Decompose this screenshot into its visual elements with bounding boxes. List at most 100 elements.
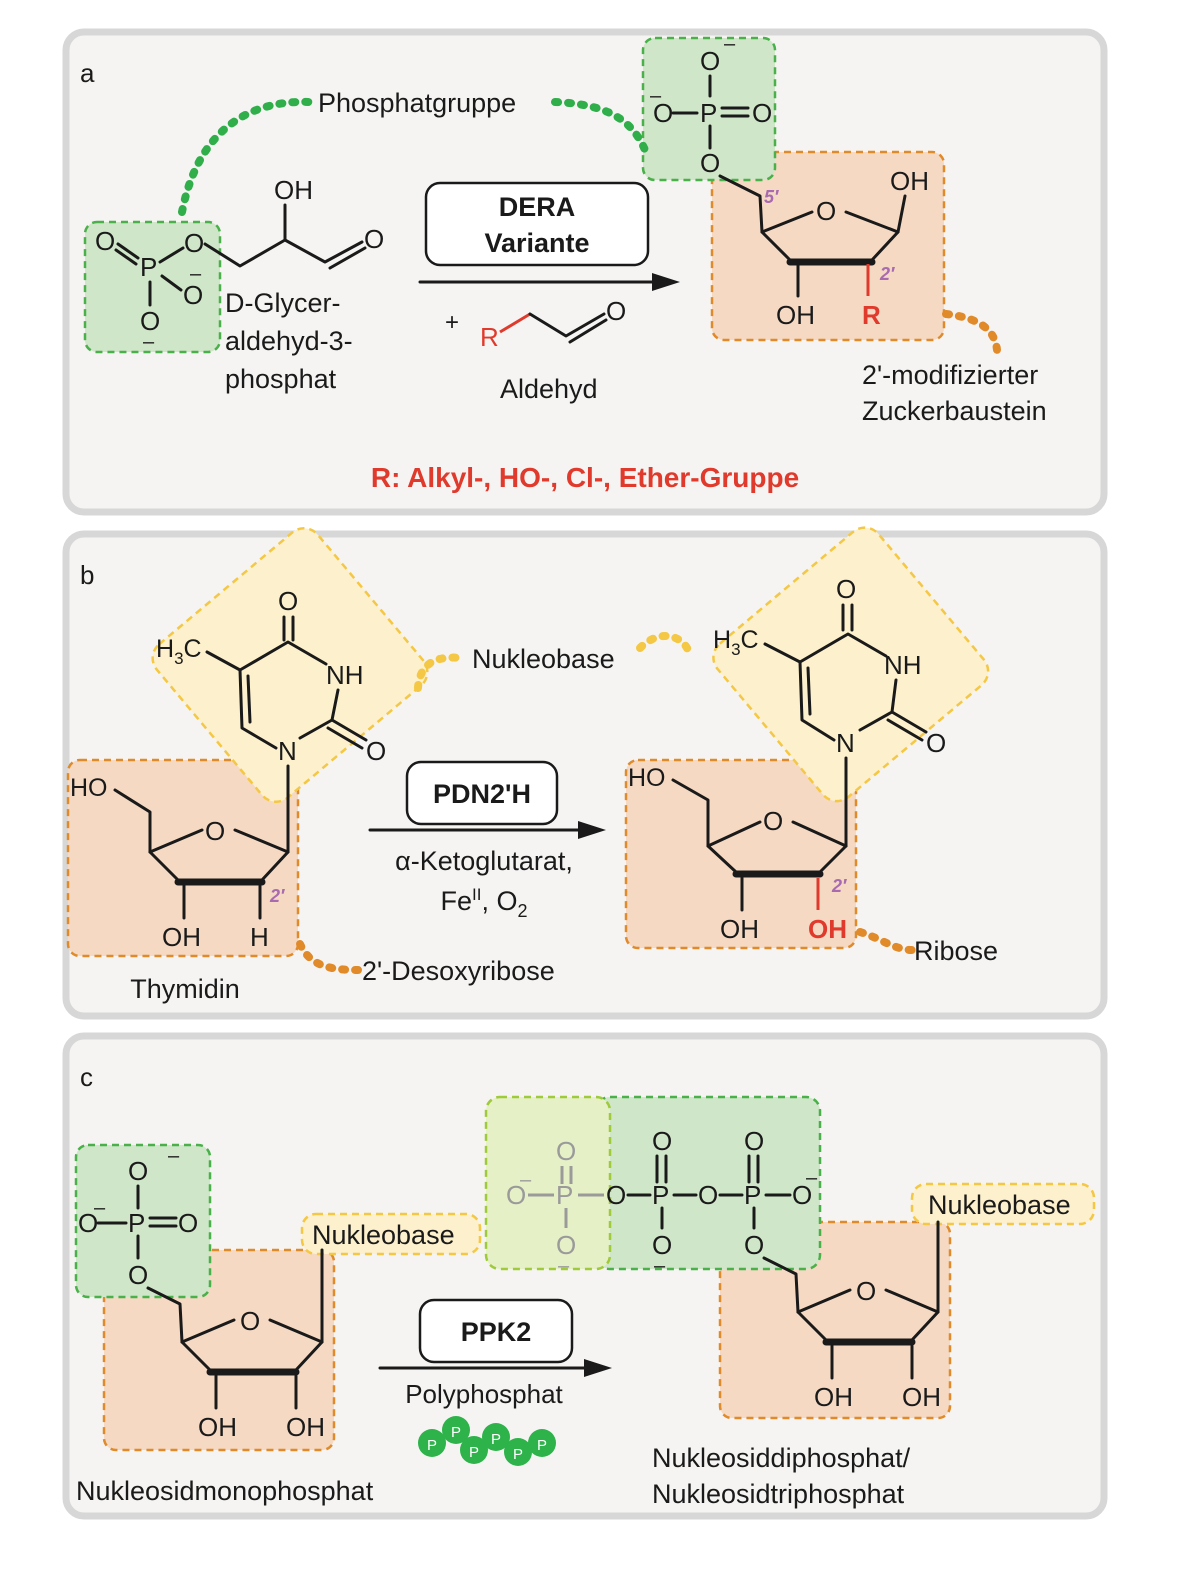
svg-text:N: N [836,728,855,758]
svg-text:–: – [190,263,202,285]
svg-text:O: O [556,1136,576,1166]
svg-text:HO: HO [70,774,108,802]
nucleobase-highlight-right [712,526,990,803]
svg-text:P: P [700,98,717,128]
nucleobase-highlight-left [151,527,429,803]
nmp-nucleobase-label: Nukleobase [312,1220,455,1250]
svg-text:OH: OH [776,300,815,330]
ntp-structure: O O – P O – O O P O – O O P O [506,1126,941,1412]
svg-text:P: P [491,1431,501,1448]
ppk2-enzyme-label: PPK2 [461,1317,532,1347]
svg-text:OH: OH [814,1382,853,1412]
ribothymidine-structure: O H3C NH O N HO O OH OH 2′ [628,574,946,944]
conditions-line1: α-Ketoglutarat, [395,846,573,876]
reaction-arrow-a [652,273,680,291]
svg-text:O: O [792,1180,812,1210]
deoxyribose-highlight [66,758,300,958]
svg-text:P: P [451,1424,461,1441]
conditions-line2: FeII, O2 [441,885,528,921]
svg-text:O: O [506,1180,526,1210]
dera-enzyme-line1: DERA [499,192,576,222]
svg-text:O: O [128,1156,148,1186]
ntp-label-line2: Nukleosidtriphosphat [652,1479,905,1509]
svg-text:P: P [140,252,157,282]
svg-text:O: O [95,226,115,256]
svg-text:O: O [816,196,836,226]
substrate-label-line3: phosphat [225,364,337,394]
nmp-nucleobase-highlight [300,1212,482,1256]
r-group-aldehyde: R [480,322,499,352]
svg-text:NH: NH [884,650,922,680]
svg-text:OH: OH [902,1382,941,1412]
r-group-note: R: Alkyl-, HO-, Cl-, Ether-Gruppe [371,462,799,493]
gamma-phosphate-highlight [484,1095,612,1271]
dera-enzyme-line2: Variante [484,228,589,258]
nucleobase-label: Nukleobase [472,644,615,674]
svg-text:O: O [278,586,298,616]
plus-sign: + [445,309,459,336]
svg-text:OH: OH [274,175,313,205]
panel-c: c O – O – P O O O [62,1032,1108,1520]
svg-text:P: P [744,1180,761,1210]
svg-text:OH: OH [890,166,929,196]
ribose-highlight [624,758,858,950]
thymidine-label: Thymidin [130,974,240,1004]
svg-text:O: O [926,728,946,758]
pdn2h-enzyme-label: PDN2'H [433,779,531,809]
svg-text:O: O [606,1180,626,1210]
svg-text:P: P [128,1208,145,1238]
svg-text:P: P [513,1446,523,1463]
product-nucleobase-highlight [910,1182,1096,1226]
phosphate-group-label: Phosphatgruppe [318,88,516,118]
svg-text:O: O [653,98,673,128]
nucleobase-connector-right [636,632,692,654]
thymidine-structure: O H3C NH O N HO O OH H 2′ [70,586,386,952]
svg-text:O: O [744,1126,764,1156]
polyphosphate-chain-icon: P P P P P P [418,1416,556,1466]
nmp-sugar-highlight [102,1248,336,1452]
svg-text:O: O [698,1180,718,1210]
svg-text:–: – [520,1169,532,1191]
nmp-structure: O – O – P O O O OH OH [78,1145,325,1442]
svg-text:–: – [650,85,662,107]
panel-a-letter: a [80,58,95,88]
svg-text:2′: 2′ [879,264,895,284]
svg-text:O: O [364,224,384,254]
product-label-line1: 2'-modifizierter [862,360,1038,390]
nucleobase-connector-left [414,653,466,692]
panel-b-letter: b [80,560,94,590]
svg-text:H3C: H3C [713,626,759,659]
svg-text:O: O [140,306,160,336]
product-label-line2: Zuckerbaustein [862,396,1047,426]
svg-text:O: O [606,296,626,326]
svg-text:P: P [556,1180,573,1210]
svg-text:O: O [763,806,783,836]
ntp-nucleobase-label: Nukleobase [928,1190,1071,1220]
svg-text:O: O [836,574,856,604]
phosphate-connector-right [551,98,649,154]
pdn2h-enzyme-box [405,760,559,826]
product-phosphate-highlight [641,36,777,182]
svg-text:OH: OH [720,914,759,944]
svg-text:O: O [78,1208,98,1238]
dera-enzyme-box [424,181,650,267]
svg-text:–: – [143,331,155,353]
reaction-arrow-c [584,1359,612,1377]
phosphate-connector-left [178,97,314,216]
reaction-arrow-b [578,821,606,839]
svg-text:O: O [556,1230,576,1260]
svg-text:P: P [469,1444,479,1461]
svg-text:P: P [652,1180,669,1210]
svg-text:OH: OH [286,1412,325,1442]
svg-text:O: O [183,280,203,310]
svg-text:–: – [654,1255,666,1277]
substrate-phosphate-highlight [83,220,222,354]
svg-text:2′: 2′ [269,886,285,906]
svg-text:–: – [806,1167,818,1189]
svg-text:O: O [700,46,720,76]
svg-text:NH: NH [326,660,364,690]
svg-text:OH: OH [162,922,201,952]
nmp-phosphate-highlight [74,1143,212,1299]
svg-text:O: O [366,736,386,766]
